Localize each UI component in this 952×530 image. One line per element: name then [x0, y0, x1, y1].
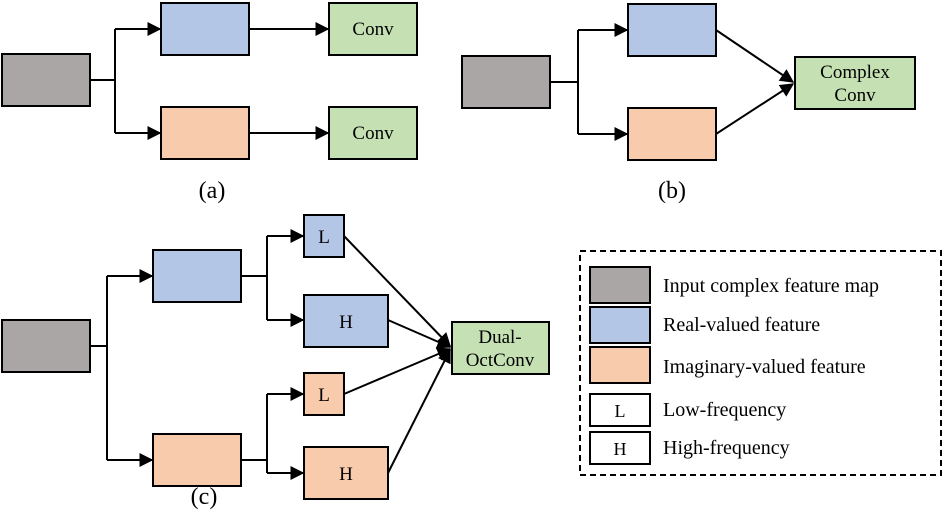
c-caption: (c) — [191, 484, 218, 510]
c-imag-high-label: H — [339, 464, 353, 485]
c-branch-line-real — [241, 236, 268, 320]
c-arrow-real-high-to-dual — [387, 319, 452, 349]
c-imag-low-box — [303, 372, 345, 416]
c-imag-low-label: L — [318, 385, 330, 406]
b-complex-conv-label-line2: Conv — [834, 85, 876, 106]
c-real-high-label: H — [339, 312, 353, 333]
c-dual-octconv-label-line2: OctConv — [466, 350, 535, 371]
legend-item: Real-valued feature — [589, 306, 820, 344]
c-real-low-label: L — [318, 227, 330, 248]
c-real-high-box — [303, 294, 389, 348]
legend-item: L Low-frequency — [589, 393, 786, 427]
b-arrow-imag-to-complex — [715, 83, 795, 135]
panel-b: Complex Conv (b) — [461, 3, 916, 204]
legend-swatch-imag — [589, 346, 651, 384]
legend-swatch-high — [589, 431, 651, 465]
a-conv-bottom-box — [328, 106, 418, 160]
legend-item: H High-frequency — [589, 431, 790, 465]
b-complex-conv-label-line1: Complex — [820, 62, 890, 83]
b-input-box — [461, 55, 551, 109]
a-branch-line — [90, 29, 116, 133]
c-input-box — [1, 319, 91, 373]
b-real-box — [627, 3, 717, 57]
a-real-box — [160, 2, 250, 56]
a-conv-bottom-label: Conv — [352, 123, 394, 144]
a-imag-box — [160, 106, 250, 160]
b-caption: (b) — [658, 178, 686, 204]
c-branch-line-input — [90, 276, 108, 460]
c-arrow-imag-high-to-dual — [387, 348, 451, 474]
c-arrow-real-low-to-dual — [343, 235, 451, 348]
legend-frame — [579, 250, 942, 476]
a-input-box — [1, 53, 91, 107]
panel-c: L H L H Dual- OctConv (c) — [1, 214, 550, 510]
legend-item: Imaginary-valued feature — [589, 346, 866, 384]
legend: Input complex feature map Real-valued fe… — [579, 250, 942, 476]
panel-a: Conv Conv (a) — [1, 2, 418, 204]
b-arrow-real-to-complex — [715, 29, 795, 83]
legend-label-high: High-frequency — [663, 437, 790, 459]
legend-swatch-low — [589, 393, 651, 427]
legend-swatch-high-symbol: H — [614, 439, 627, 459]
legend-label-real: Real-valued feature — [663, 314, 820, 336]
legend-swatch-low-symbol: L — [615, 401, 626, 421]
c-imag-high-box — [303, 446, 389, 500]
legend-swatch-input — [589, 266, 651, 304]
legend-item: Input complex feature map — [589, 266, 879, 304]
c-dual-octconv-box — [451, 321, 550, 375]
c-real-low-box — [303, 214, 345, 258]
a-conv-top-label: Conv — [352, 19, 394, 40]
b-complex-conv-box — [794, 56, 916, 110]
legend-swatch-real — [589, 306, 651, 344]
c-dual-octconv-label-line1: Dual- — [478, 327, 521, 348]
b-branch-line — [550, 30, 579, 134]
legend-label-imag: Imaginary-valued feature — [663, 356, 866, 378]
c-arrow-imag-low-to-dual — [343, 347, 452, 395]
b-imag-box — [627, 107, 717, 161]
a-caption: (a) — [199, 178, 226, 204]
legend-label-input: Input complex feature map — [663, 275, 879, 297]
c-imag-box — [152, 433, 242, 487]
c-branch-line-imag — [241, 394, 268, 473]
c-real-box — [152, 249, 242, 303]
legend-label-low: Low-frequency — [663, 399, 786, 421]
